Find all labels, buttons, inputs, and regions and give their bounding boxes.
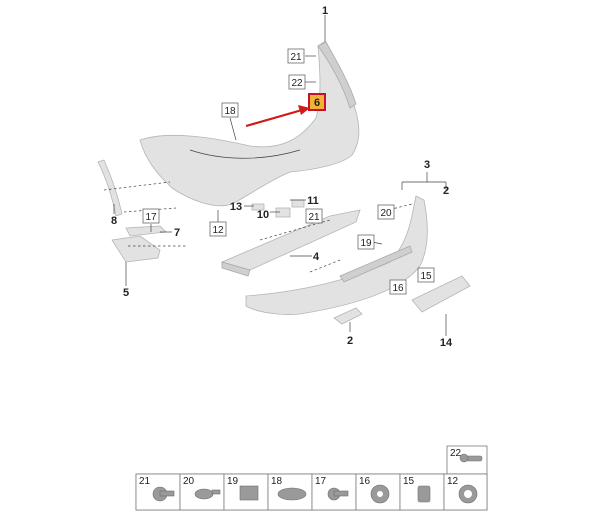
plain-callouts: 1 3 2 13 10 11 8 7 4 5 2 14 (111, 5, 453, 349)
bumper-cover-part (139, 41, 360, 207)
callout-8: 8 (111, 215, 117, 227)
bracket-part-5 (111, 225, 167, 263)
hardware-cell-19: 19 (223, 473, 269, 511)
svg-text:21: 21 (139, 476, 151, 487)
svg-text:16: 16 (392, 283, 404, 294)
hardware-cell-17: 17 (311, 473, 357, 511)
svg-text:18: 18 (271, 476, 283, 487)
reflector-part (411, 275, 471, 313)
svg-text:12: 12 (447, 476, 459, 487)
hardware-cell-16: 16 (355, 473, 401, 511)
callout-2-top: 2 (443, 185, 449, 197)
hardware-cell-20: 20 (179, 473, 225, 511)
undertray-part (220, 209, 361, 277)
highlight-arrow (245, 105, 310, 128)
hardware-cell-12: 12 (443, 473, 488, 511)
boxed-labels: 21 22 18 17 12 21 20 19 (142, 48, 435, 295)
highlight-label-text: 6 (314, 97, 320, 109)
svg-text:19: 19 (227, 476, 239, 487)
svg-text:17: 17 (145, 212, 157, 223)
box-label-22: 22 (288, 74, 306, 90)
svg-text:22: 22 (291, 78, 303, 89)
box-label-21-top: 21 (287, 48, 305, 64)
hardware-cell-22: 22 (446, 445, 488, 475)
callout-7: 7 (174, 227, 180, 239)
svg-text:15: 15 (403, 476, 415, 487)
callout-4: 4 (313, 251, 320, 263)
highlighted-label-6[interactable]: 6 (308, 93, 326, 111)
callout-13: 13 (230, 201, 242, 213)
callout-10: 10 (257, 209, 269, 221)
callout-11: 11 (307, 195, 319, 207)
svg-text:19: 19 (360, 238, 372, 249)
callout-2-bottom: 2 (347, 335, 353, 347)
callout-3: 3 (424, 159, 430, 171)
svg-text:16: 16 (359, 476, 371, 487)
diffuser-part (245, 195, 428, 315)
box-label-15: 15 (417, 267, 435, 283)
box-label-12: 12 (209, 221, 227, 237)
callout-1: 1 (322, 5, 328, 17)
hardware-cell-15: 15 (399, 473, 445, 511)
box-label-17: 17 (142, 208, 160, 224)
svg-text:18: 18 (224, 106, 236, 117)
callout-14: 14 (440, 337, 453, 349)
box-label-19: 19 (357, 234, 375, 250)
clip-parts (251, 199, 305, 218)
box-label-20: 20 (377, 204, 395, 220)
svg-text:20: 20 (183, 476, 195, 487)
hardware-cell-21: 21 (135, 473, 181, 511)
box-label-18: 18 (221, 102, 239, 118)
callout-5: 5 (123, 287, 129, 299)
svg-text:21: 21 (308, 212, 320, 223)
svg-text:17: 17 (315, 476, 327, 487)
box-label-21-mid: 21 (305, 208, 323, 224)
svg-text:21: 21 (290, 52, 302, 63)
svg-text:20: 20 (380, 208, 392, 219)
hardware-strip: 22 21 20 19 18 17 (135, 445, 488, 511)
side-trim-part (97, 159, 123, 217)
svg-text:22: 22 (450, 448, 462, 459)
box-label-16: 16 (389, 279, 407, 295)
svg-text:15: 15 (420, 271, 432, 282)
bracket-part-2 (333, 307, 363, 325)
svg-text:12: 12 (212, 225, 224, 236)
hardware-cell-18: 18 (267, 473, 313, 511)
